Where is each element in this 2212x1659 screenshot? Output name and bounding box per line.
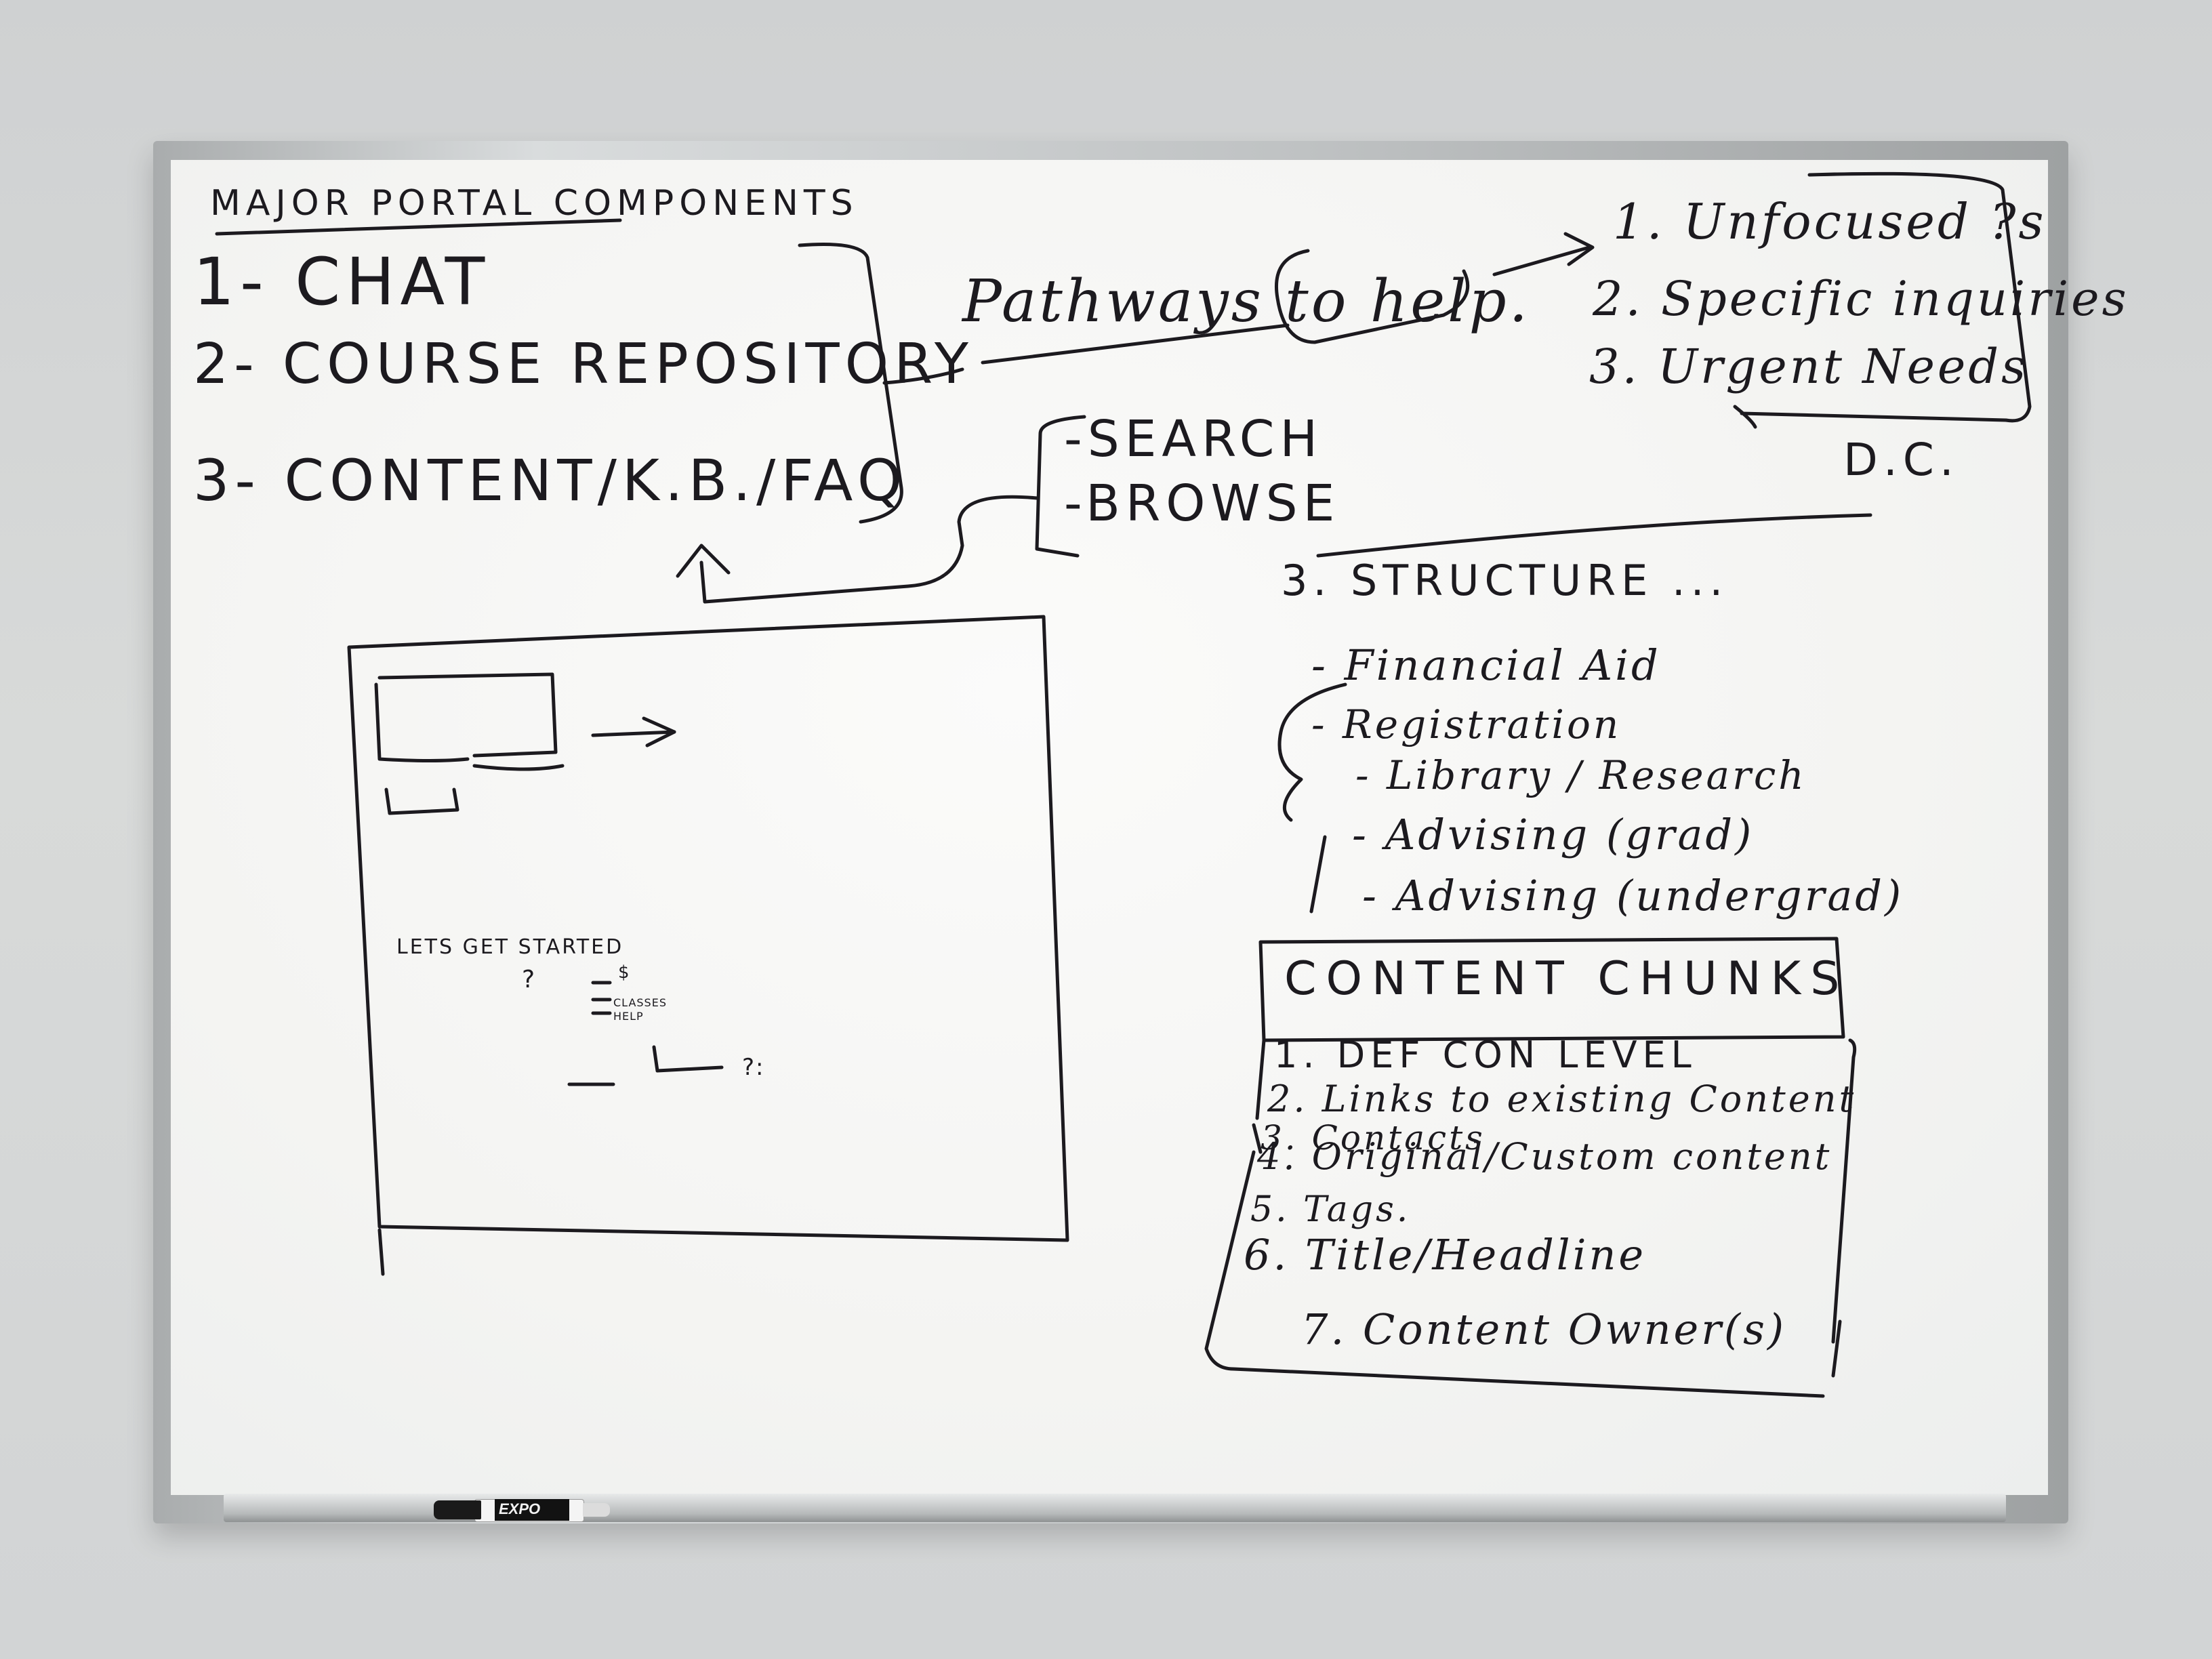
whiteboard-surface bbox=[171, 160, 2048, 1495]
chunk-def-con-level: 1. DEF CON LEVEL bbox=[1274, 1033, 1697, 1076]
help-bubble bbox=[1275, 249, 1470, 344]
search-browse-bracket bbox=[1035, 415, 1086, 558]
chunk-tags: 5. Tags. bbox=[1250, 1189, 1411, 1230]
chunk-title-headline: 6. Title/Headline bbox=[1244, 1230, 1647, 1279]
component-content-kb-faq: 3- CONTENT/K.B./FAQ bbox=[193, 447, 908, 514]
chunk-links: 2. Links to existing Content bbox=[1267, 1078, 1857, 1120]
wireframe-small-box bbox=[384, 787, 459, 815]
components-bracket bbox=[798, 243, 903, 524]
structure-item-financial-aid: - Financial Aid bbox=[1311, 640, 1661, 690]
browse-label: -BROWSE bbox=[1064, 474, 1340, 533]
wireframe-arrow bbox=[591, 730, 676, 737]
wireframe-inner-box bbox=[377, 672, 558, 758]
marker-brand-logo: EXPO bbox=[499, 1500, 541, 1517]
chunk-content-owners: 7. Content Owner(s) bbox=[1301, 1305, 1787, 1354]
wireframe-menu-lines bbox=[591, 981, 612, 1015]
sketch-option-classes: CLASSES bbox=[613, 996, 667, 1009]
structure-item-library-research: - Library / Research bbox=[1355, 752, 1807, 798]
pathways-box bbox=[1740, 171, 2032, 423]
search-label: -SEARCH bbox=[1064, 410, 1324, 468]
pathways-arrow bbox=[1492, 245, 1591, 276]
sketch-question-mark: ? bbox=[522, 966, 541, 994]
sketch-ellipsis: ?: bbox=[742, 1054, 765, 1081]
sketch-option-dollar: $ bbox=[618, 962, 630, 983]
chunk-original-content: 4. Original/Custom content bbox=[1257, 1135, 1832, 1178]
pathways-underline bbox=[981, 323, 1290, 365]
component-course-repository: 2- COURSE REPOSITORY bbox=[193, 332, 975, 396]
marker-label-band bbox=[495, 1499, 569, 1521]
search-to-components-connector bbox=[699, 495, 1039, 604]
dry-erase-marker[interactable]: EXPO bbox=[434, 1496, 623, 1523]
content-chunks-header-box bbox=[1258, 937, 1845, 1042]
wireframe-frame bbox=[347, 615, 1069, 1242]
structure-label: 3. STRUCTURE ... bbox=[1281, 556, 1729, 605]
title-underline bbox=[215, 218, 622, 236]
initials: D.C. bbox=[1843, 434, 1959, 486]
structure-item-advising-grad: - Advising (grad) bbox=[1352, 810, 1755, 859]
chunk-contacts: 3. Contacts bbox=[1261, 1118, 1486, 1158]
pathway-urgent: 3. Urgent Needs bbox=[1589, 339, 2029, 394]
connector-arrowhead bbox=[676, 544, 731, 578]
pathway-specific: 2. Specific inquiries bbox=[1593, 271, 2129, 327]
structure-bracket bbox=[1277, 682, 1347, 822]
component-chat: 1- CHAT bbox=[193, 244, 491, 320]
board-title: MAJOR PORTAL COMPONENTS bbox=[210, 183, 859, 224]
content-chunks-title: CONTENT CHUNKS bbox=[1284, 952, 1849, 1006]
structure-item-advising-undergrad: - Advising (undergrad) bbox=[1362, 871, 1904, 920]
marker-end bbox=[583, 1503, 610, 1517]
bracket-to-pathways-line bbox=[882, 367, 964, 385]
content-chunks-body-box bbox=[1204, 1038, 1857, 1398]
sketch-lets-get-started: LETS GET STARTED bbox=[396, 935, 624, 959]
structure-divider bbox=[1316, 513, 1872, 558]
marker-cap bbox=[434, 1500, 481, 1519]
structure-item-registration: - Registration bbox=[1311, 701, 1622, 747]
pathway-unfocused: 1. Unfocused ?s bbox=[1613, 193, 2047, 250]
sketch-option-help: HELP bbox=[613, 1010, 644, 1023]
pathways-label: Pathways to help. bbox=[962, 268, 1531, 335]
wireframe-connector bbox=[652, 1045, 724, 1073]
